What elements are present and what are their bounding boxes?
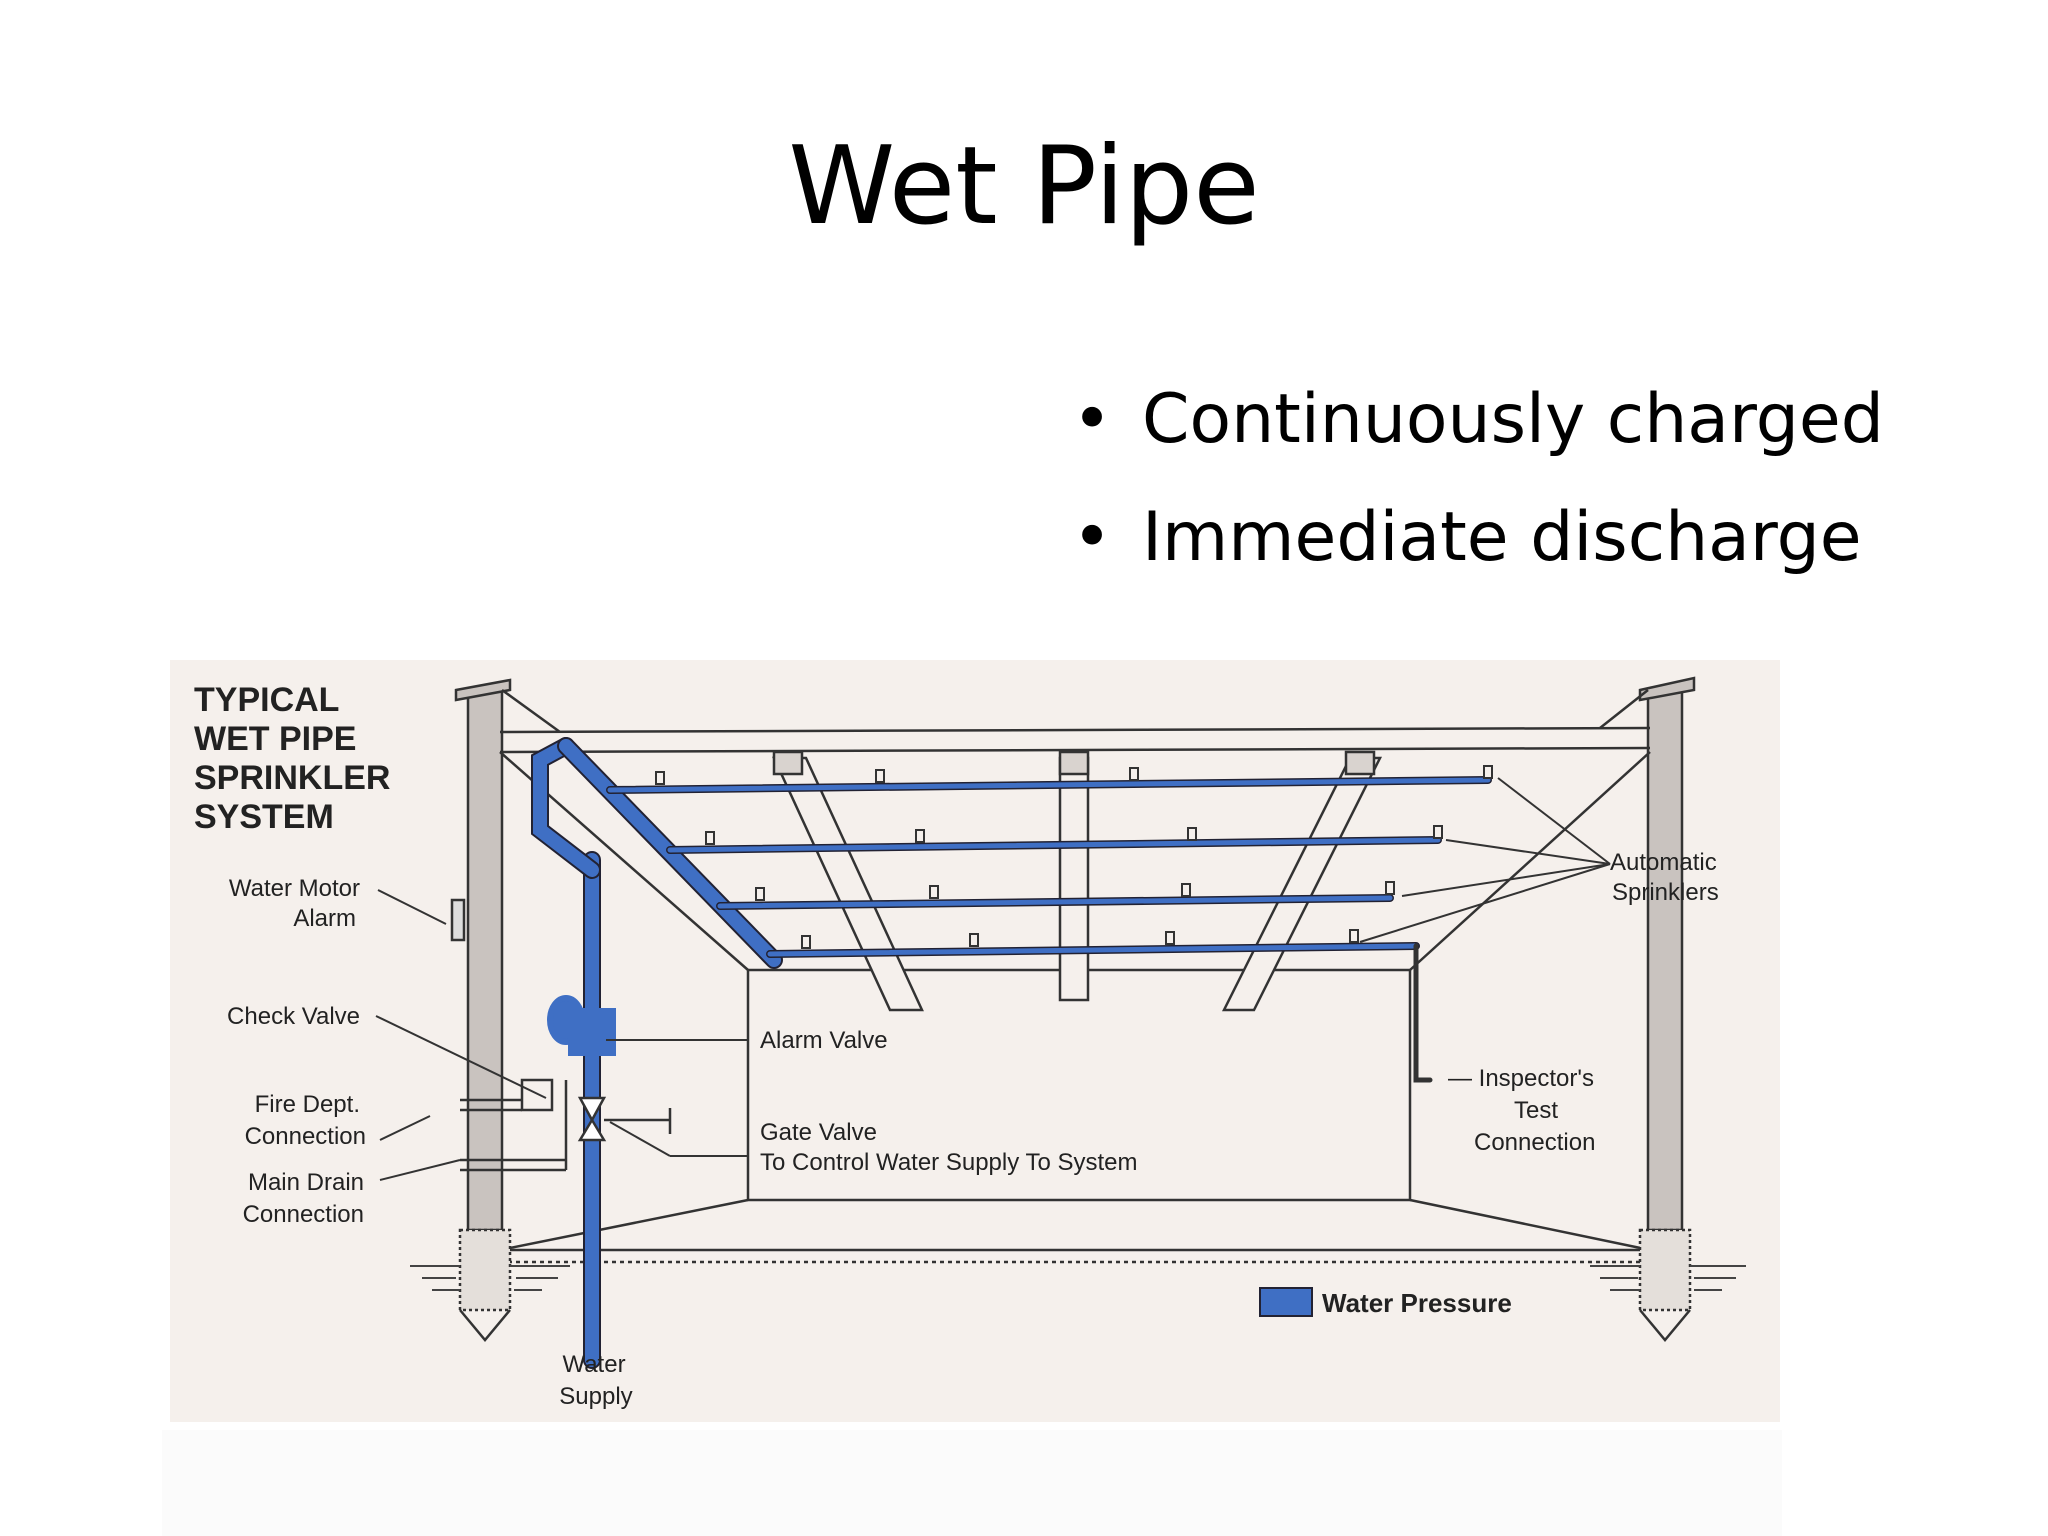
slide-title: Wet Pipe bbox=[788, 124, 1260, 249]
label-check-valve: Check Valve bbox=[227, 1003, 360, 1030]
label-gate-valve: Gate Valve bbox=[760, 1119, 877, 1146]
bullet-item: Immediate discharge bbox=[1062, 490, 1884, 608]
sprinkler-diagram: TYPICAL WET PIPE SPRINKLER SYSTEM bbox=[170, 660, 1780, 1422]
label-water-supply: Water bbox=[562, 1351, 625, 1378]
leader-lines bbox=[375, 777, 1611, 1181]
valves bbox=[450, 898, 672, 1172]
label-main-drain-connection: Main Drain bbox=[248, 1169, 364, 1196]
sprinkler-heads bbox=[655, 765, 1493, 949]
label-water-motor-alarm: Water Motor bbox=[229, 875, 360, 902]
bullet-item: Continuously charged bbox=[1062, 372, 1884, 490]
water-pipes bbox=[531, 737, 1492, 1369]
label-main-drain-connection: Connection bbox=[243, 1201, 364, 1228]
diagram-heading-line: WET PIPE bbox=[194, 720, 356, 758]
label-automatic-sprinklers: Sprinklers bbox=[1612, 879, 1719, 906]
diagram-heading-line: SYSTEM bbox=[194, 798, 334, 836]
legend-swatch bbox=[1259, 1287, 1313, 1317]
diagram-heading-line: SPRINKLER bbox=[194, 759, 390, 797]
label-fire-dept-connection: Connection bbox=[245, 1123, 366, 1150]
bottom-shade bbox=[162, 1430, 1782, 1536]
label-automatic-sprinklers: Automatic bbox=[1610, 849, 1717, 876]
label-inspectors-test: Connection bbox=[1474, 1129, 1595, 1156]
label-water-supply: Supply bbox=[559, 1383, 632, 1410]
sprinkler-diagram-svg: TYPICAL WET PIPE SPRINKLER SYSTEM bbox=[194, 676, 1746, 1410]
label-inspectors-test: Test bbox=[1514, 1097, 1558, 1124]
bullet-list: Continuously charged Immediate discharge bbox=[1062, 372, 1884, 608]
building-frame bbox=[454, 676, 1696, 1342]
ground-hatching bbox=[410, 1265, 1746, 1291]
label-gate-valve: To Control Water Supply To System bbox=[760, 1149, 1137, 1176]
legend-label: Water Pressure bbox=[1322, 1288, 1512, 1318]
label-fire-dept-connection: Fire Dept. bbox=[255, 1091, 360, 1118]
label-inspectors-test: — Inspector's bbox=[1448, 1065, 1594, 1092]
label-water-motor-alarm: Alarm bbox=[293, 905, 356, 932]
diagram-heading-line: TYPICAL bbox=[194, 681, 339, 719]
label-alarm-valve: Alarm Valve bbox=[760, 1027, 888, 1054]
